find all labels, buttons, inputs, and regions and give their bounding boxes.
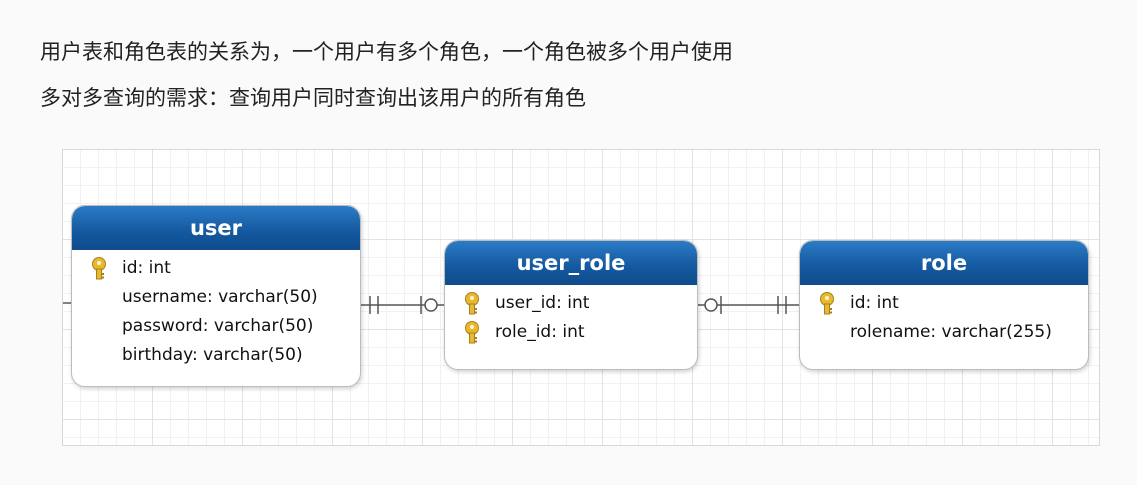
er-diagram-canvas: user id: int username: varchar(50) passw…	[62, 149, 1100, 446]
field-user-id: id: int	[72, 254, 360, 283]
field-user-password-label: password: varchar(50)	[122, 316, 314, 336]
entity-user[interactable]: user id: int username: varchar(50) passw…	[71, 205, 361, 387]
field-role-rolename: rolename: varchar(255)	[800, 318, 1088, 347]
relationship-lines	[63, 296, 799, 314]
entity-user-header: user	[72, 206, 360, 250]
field-role-id-label: id: int	[850, 293, 899, 313]
key-icon	[465, 292, 479, 315]
field-user-username-label: username: varchar(50)	[122, 287, 318, 307]
intro-line-1: 用户表和角色表的关系为，一个用户有多个角色，一个角色被多个用户使用	[40, 40, 733, 64]
field-user-role-role-id-label: role_id: int	[495, 322, 585, 342]
field-user-role-user-id-label: user_id: int	[495, 293, 590, 313]
key-icon	[820, 292, 834, 315]
entity-user-role[interactable]: user_role user_id: int	[444, 240, 698, 370]
field-role-rolename-label: rolename: varchar(255)	[850, 322, 1052, 342]
intro-line-2: 多对多查询的需求：查询用户同时查询出该用户的所有角色	[40, 86, 586, 110]
field-user-birthday: birthday: varchar(50)	[72, 341, 360, 370]
field-user-role-user-id: user_id: int	[445, 289, 697, 318]
relationship-user-user-role	[359, 296, 444, 314]
entity-role[interactable]: role id: int rolename: varchar(255)	[799, 240, 1089, 370]
field-user-role-role-id: role_id: int	[445, 318, 697, 347]
field-user-birthday-label: birthday: varchar(50)	[122, 345, 303, 365]
field-user-username: username: varchar(50)	[72, 283, 360, 312]
key-icon	[465, 321, 479, 344]
field-role-id: id: int	[800, 289, 1088, 318]
entity-user-role-header: user_role	[445, 241, 697, 285]
entity-role-header: role	[800, 241, 1088, 285]
key-icon	[92, 257, 106, 280]
field-user-id-label: id: int	[122, 258, 171, 278]
field-user-password: password: varchar(50)	[72, 312, 360, 341]
relationship-user-role-role	[696, 296, 799, 314]
